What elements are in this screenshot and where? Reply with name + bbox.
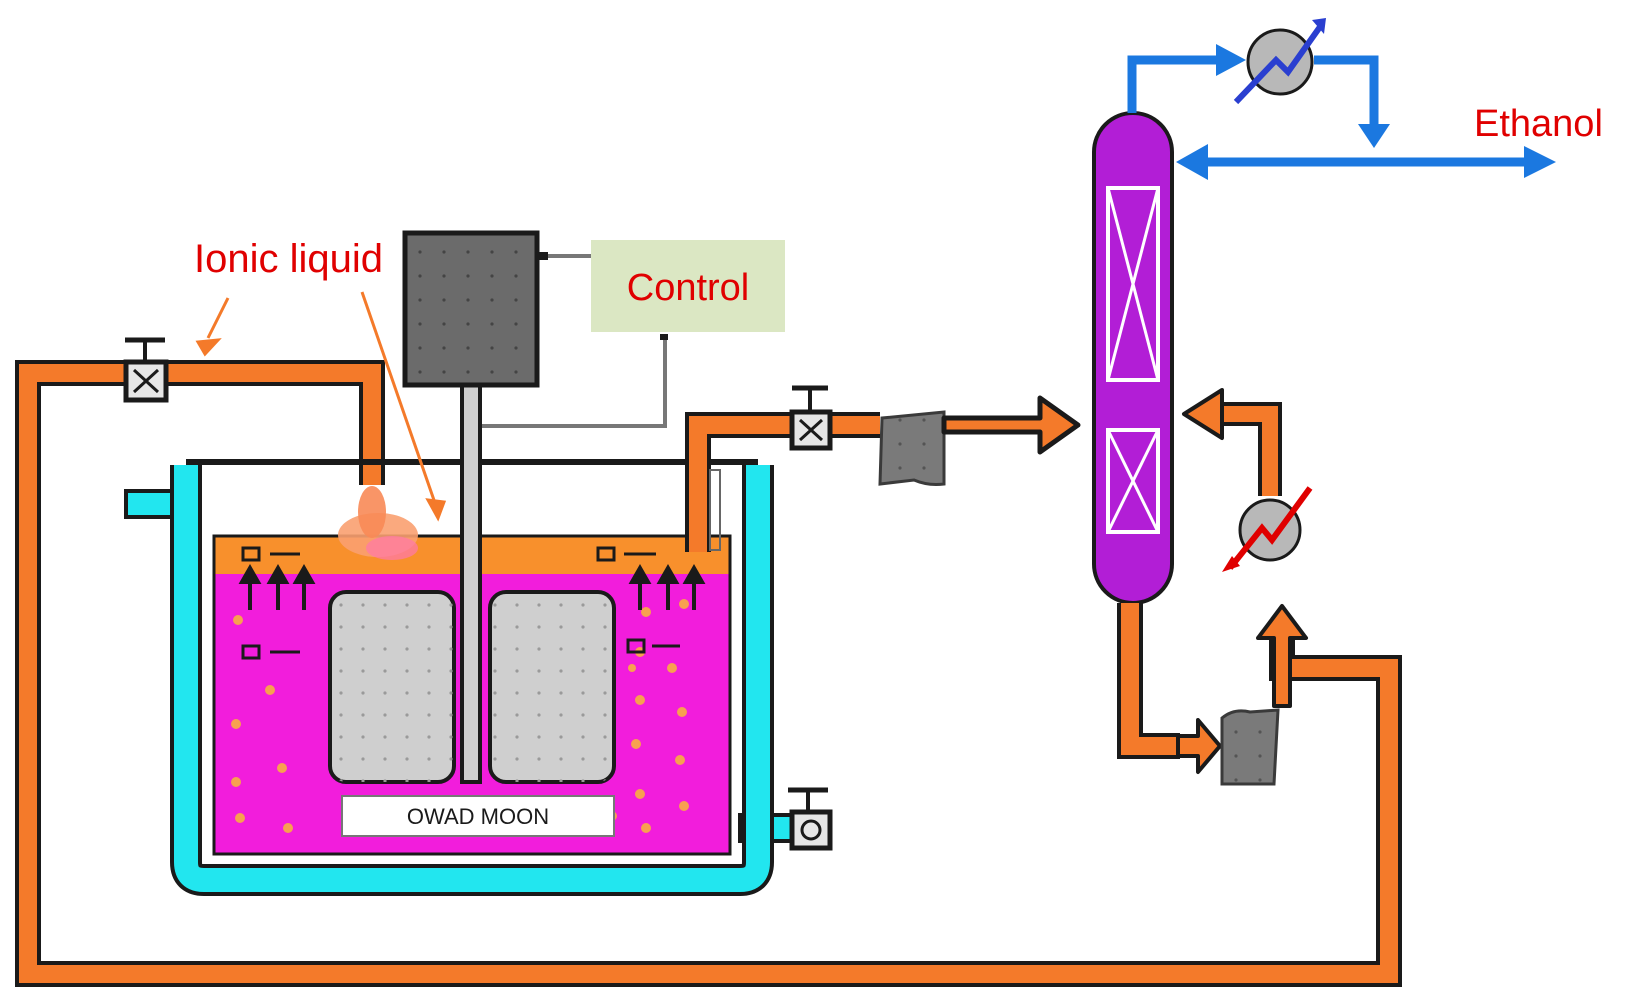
reflux-and-product-line xyxy=(1176,144,1556,180)
bubbles xyxy=(231,599,689,833)
motor-icon xyxy=(402,230,548,388)
reboiler-return-arrow xyxy=(1256,604,1308,708)
valve-icon xyxy=(789,385,833,451)
ionic-liquid-feed-pipe xyxy=(140,360,385,485)
ionic-liquid-spray xyxy=(338,486,418,560)
label-leaders xyxy=(195,291,447,522)
ionic-liquid-label: Ionic liquid xyxy=(194,237,383,281)
reboiler-to-column-arrow xyxy=(1182,388,1282,496)
rising-arrows xyxy=(238,563,706,610)
control-label: Control xyxy=(627,267,750,309)
heat-exchanger-icon xyxy=(1222,486,1313,572)
valve-icon xyxy=(123,337,169,403)
ethanol-label: Ethanol xyxy=(1474,103,1603,145)
control-wiring xyxy=(482,254,668,428)
tank-tags xyxy=(241,546,680,660)
bath-plate-text: OWAD MOON xyxy=(407,804,549,829)
bottoms-pipe xyxy=(1117,603,1222,774)
membrane-modules xyxy=(328,590,616,784)
valve-icon xyxy=(788,787,833,851)
pump-icon xyxy=(1220,708,1280,786)
feed-arrow xyxy=(941,395,1081,455)
overhead-vapor-line xyxy=(1127,55,1379,130)
pump-icon xyxy=(878,410,946,486)
stirrer-shaft xyxy=(460,382,482,784)
control-box: Control xyxy=(591,240,785,332)
distillation-column xyxy=(1092,111,1174,605)
tank-outlet-pipe xyxy=(685,412,880,552)
heat-exchanger-icon xyxy=(1233,18,1326,105)
overhead-arrows xyxy=(1216,44,1390,148)
bath-plate: OWAD MOON xyxy=(341,795,615,837)
